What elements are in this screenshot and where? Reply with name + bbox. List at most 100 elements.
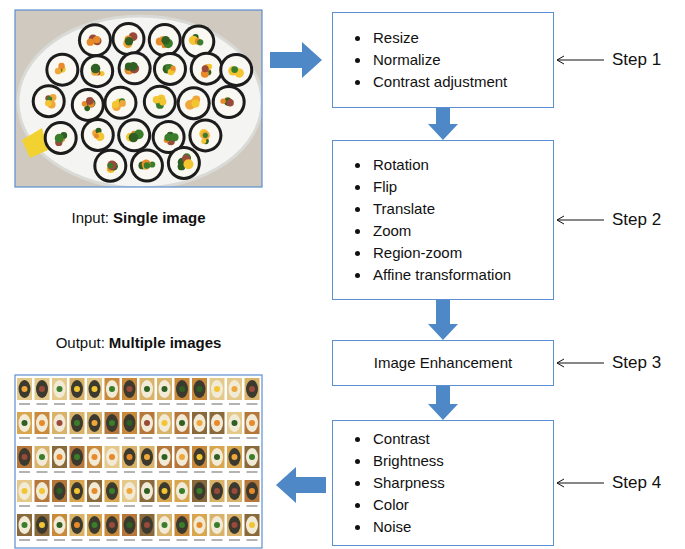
kimbap-photo: [15, 10, 262, 187]
thumbnail: [52, 412, 67, 438]
bullet-item: Contrast adjustment: [333, 71, 553, 93]
thumbnail: [87, 514, 102, 540]
leader-arrowhead: [557, 216, 564, 224]
thumbnail: [210, 378, 225, 404]
thumbnail: [140, 480, 155, 506]
thumbnail: [70, 378, 85, 404]
bullet-dot: [355, 481, 360, 486]
bullet-dot: [355, 163, 360, 168]
caption-prefix: Output:: [56, 334, 105, 351]
caption-emphasis: Single image: [113, 209, 206, 226]
thumbnail: [35, 412, 50, 438]
kimbap-slice: [177, 86, 211, 120]
thumbnail: [192, 480, 207, 506]
thumbnail: [245, 446, 260, 472]
step-operation: Translate: [373, 200, 435, 217]
thumbnail: [70, 446, 85, 472]
step-operation: Normalize: [373, 51, 441, 68]
output-frame: [15, 375, 262, 548]
flow-block-arrow: [428, 108, 458, 140]
thumbnail: [105, 412, 120, 438]
thumbnail: [210, 514, 225, 540]
thumbnail: [140, 412, 155, 438]
kimbap-slice: [118, 51, 152, 85]
thumbnail: [210, 412, 225, 438]
kimbap-slice: [71, 88, 105, 122]
thumbnail: [52, 514, 67, 540]
thumbnail: [17, 480, 32, 506]
thumbnail: [105, 446, 120, 472]
thumbnail: [175, 446, 190, 472]
kimbap-slice: [212, 85, 246, 119]
thumbnail: [70, 412, 85, 438]
thumbnail: [105, 514, 120, 540]
kimbap-slice: [153, 52, 187, 86]
leader-arrowhead: [557, 359, 564, 367]
kimbap-slice: [44, 121, 78, 155]
step-operation: Noise: [373, 518, 411, 535]
thumbnail: [210, 446, 225, 472]
thumbnail: [175, 378, 190, 404]
leader-arrowhead: [557, 479, 564, 487]
thumbnail: [227, 446, 242, 472]
thumbnail: [35, 514, 50, 540]
bullet-dot: [355, 503, 360, 508]
step-operation: Flip: [373, 178, 397, 195]
bullet-dot: [355, 80, 360, 85]
step-operation: Contrast adjustment: [373, 73, 507, 90]
thumbnail: [17, 446, 32, 472]
thumbnail: [70, 514, 85, 540]
thumbnail: [35, 480, 50, 506]
thumbnail: [140, 514, 155, 540]
thumbnail: [87, 412, 102, 438]
leader-line: [557, 363, 604, 364]
bullet-item: Noise: [333, 516, 553, 538]
kimbap-slice: [32, 84, 66, 118]
output-thumbnails: [17, 378, 260, 540]
thumbnail: [52, 480, 67, 506]
output-block-arrow: [276, 467, 326, 503]
kimbap-slice: [167, 146, 201, 180]
caption-line: Input:Single image: [15, 208, 262, 228]
step-operation: Rotation: [373, 156, 429, 173]
kimbap-slice: [103, 86, 137, 120]
step-operation: Contrast: [373, 430, 430, 447]
kimbap-slice: [117, 118, 151, 152]
thumbnail: [70, 480, 85, 506]
thumbnail: [227, 412, 242, 438]
flow-block-arrow: [428, 300, 458, 340]
step-operation: Brightness: [373, 452, 444, 469]
kimbap-slice: [81, 118, 115, 152]
table-ground: [15, 10, 262, 187]
bullet-item: Resize: [333, 27, 553, 49]
thumbnail: [87, 480, 102, 506]
thumbnail: [17, 412, 32, 438]
step-operation: Zoom: [373, 222, 411, 239]
step-operation: Region-zoom: [373, 244, 462, 261]
kimbap-slice: [219, 53, 253, 87]
bullet-dot: [355, 459, 360, 464]
kimbap-slice: [148, 23, 182, 57]
bullet-item: Color: [333, 494, 553, 516]
bullet-item: Brightness: [333, 450, 553, 472]
leader-line: [557, 220, 604, 221]
bullet-dot: [355, 437, 360, 442]
kimbap-slice: [45, 53, 79, 87]
bullet-item: Sharpness: [333, 472, 553, 494]
step-label: Step 3: [612, 353, 661, 373]
bullet-dot: [355, 36, 360, 41]
bullet-dot: [355, 273, 360, 278]
bullet-item: Zoom: [333, 220, 553, 242]
thumbnail: [245, 412, 260, 438]
kimbap-slice: [93, 149, 127, 183]
thumbnail: [175, 480, 190, 506]
process-box: ContrastBrightnessSharpnessColorNoise: [332, 420, 554, 546]
thumbnail: [192, 514, 207, 540]
caption-emphasis: Multiple images: [109, 334, 222, 351]
caption-prefix: Input:: [71, 209, 109, 226]
thumbnail: [175, 514, 190, 540]
bullet-dot: [355, 229, 360, 234]
thumbnail: [227, 480, 242, 506]
thumbnail: [52, 446, 67, 472]
bullet-dot: [355, 525, 360, 530]
